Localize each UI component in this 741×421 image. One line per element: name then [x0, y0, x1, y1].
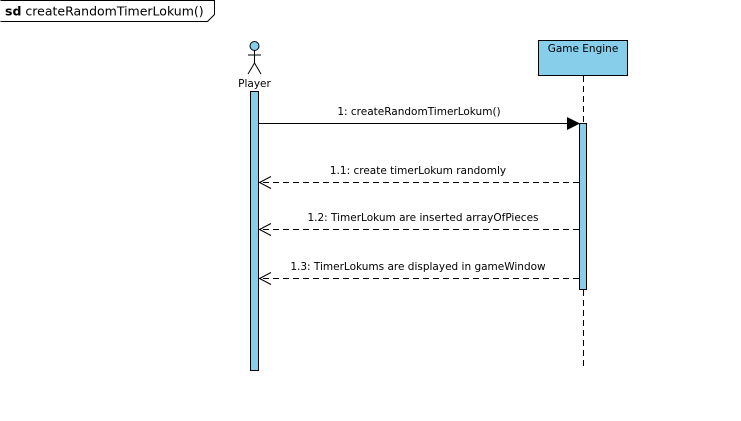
frame-keyword: sd — [5, 4, 21, 19]
frame-name: createRandomTimerLokum() — [25, 4, 203, 19]
actor-icon — [247, 41, 262, 75]
message-1-1-arrowhead — [258, 176, 272, 189]
message-1-label: 1: createRandomTimerLokum() — [337, 106, 500, 118]
message-1-arrowhead — [567, 117, 580, 130]
message-1-1-label: 1.1: create timerLokum randomly — [330, 165, 506, 177]
message-1-2-arrowhead — [258, 223, 272, 236]
engine-lifeline: Game Engine — [538, 40, 628, 370]
message-1-2-label: 1.2: TimerLokum are inserted arrayOfPiec… — [307, 212, 538, 224]
message-1-2: 1.2: TimerLokum are inserted arrayOfPiec… — [258, 212, 579, 236]
player-name: Player — [238, 78, 271, 90]
actor-head — [249, 41, 260, 51]
frame-tab — [0, 0, 215, 22]
engine-box — [538, 40, 628, 76]
player-activation-bar — [250, 91, 259, 371]
message-1: 1: createRandomTimerLokum() — [259, 106, 580, 130]
message-1-3: 1.3: TimerLokums are displayed in gameWi… — [258, 261, 579, 285]
message-1-3-label: 1.3: TimerLokums are displayed in gameWi… — [290, 261, 546, 273]
player-lifeline: Player — [238, 41, 272, 371]
actor-left-leg — [247, 62, 255, 75]
engine-name: Game Engine — [548, 43, 619, 55]
frame-title: sd createRandomTimerLokum() — [5, 4, 204, 19]
message-1-3-arrowhead — [258, 272, 272, 285]
actor-right-leg — [254, 62, 262, 75]
engine-activation-bar — [579, 123, 587, 290]
message-1-1: 1.1: create timerLokum randomly — [258, 165, 579, 189]
